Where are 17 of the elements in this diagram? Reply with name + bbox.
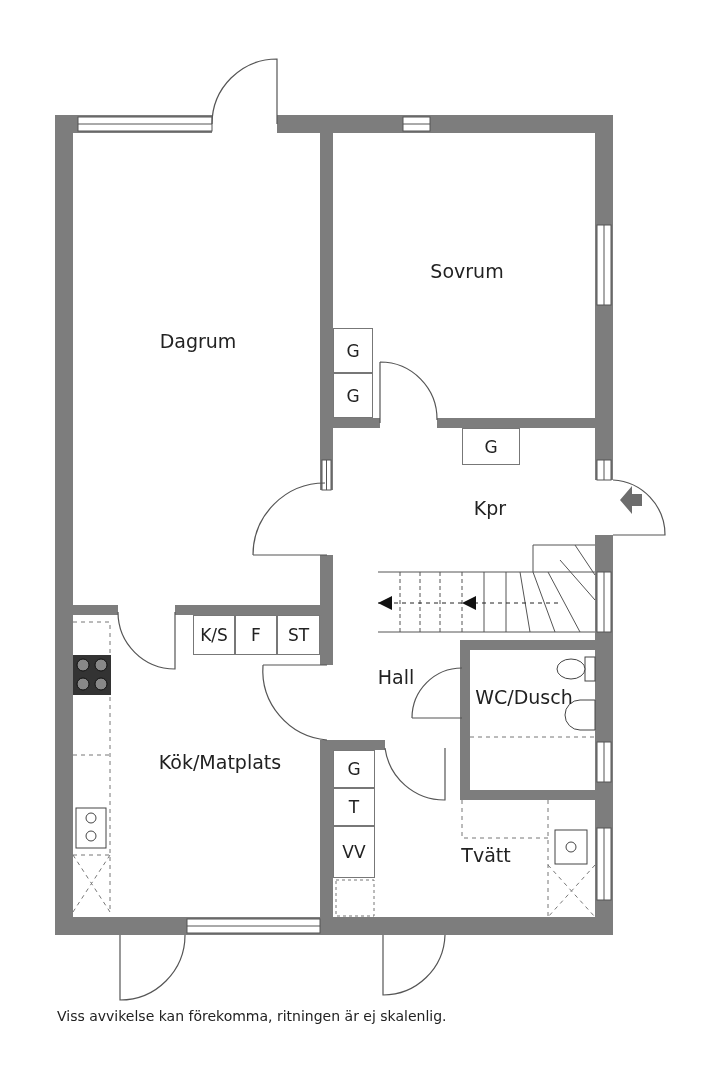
cabinet-box: G — [333, 750, 375, 788]
cabinet-box: F — [235, 615, 277, 655]
room-label: WC/Dusch — [475, 686, 573, 708]
room-label: Kök/Matplats — [158, 751, 282, 773]
cabinet-box: K/S — [193, 615, 235, 655]
cabinet-box: G — [333, 328, 373, 373]
room-label: Kpr — [473, 497, 507, 519]
cabinet-box: G — [333, 373, 373, 418]
room-label: Tvätt — [461, 844, 511, 866]
room-label: Sovrum — [430, 260, 504, 282]
cabinet-box: T — [333, 788, 375, 826]
cabinet-box: VV — [333, 826, 375, 878]
cabinet-box: ST — [277, 615, 320, 655]
room-label: Hall — [377, 666, 415, 688]
caption-text: Viss avvikelse kan förekomma, ritningen är ej skalenlig. — [57, 1008, 447, 1024]
cabinet-box: G — [462, 428, 520, 465]
room-label: Dagrum — [159, 330, 237, 352]
